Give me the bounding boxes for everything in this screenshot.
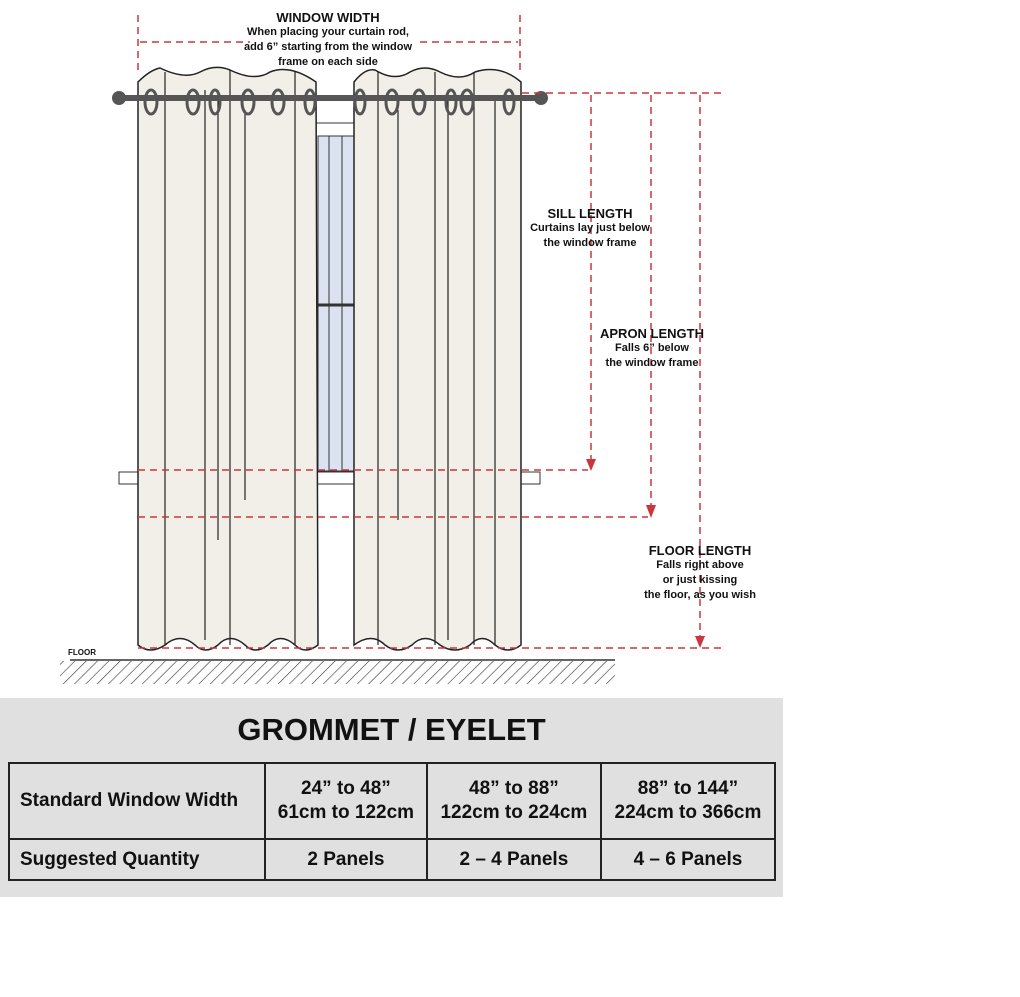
floor [60,659,615,684]
table-cell: 2 Panels [264,838,428,881]
table-cell: 24” to 48”61cm to 122cm [264,761,428,841]
measurement-lines [137,15,722,649]
curtain-diagram [60,15,722,684]
floor-length-label: FLOOR LENGTH Falls right above or just k… [644,543,756,601]
curtain-panel-right [353,67,522,651]
sill-length-label: SILL LENGTH Curtains lay just below the … [530,206,650,249]
apron-length-label: APRON LENGTH Falls 6” below the window f… [600,326,704,369]
curtain-rod [112,88,548,116]
table-cell: 4 – 6 Panels [599,838,777,881]
size-guide-panel: GROMMET / EYELET Standard Window Width 2… [0,698,783,897]
curtain-panel-left [137,66,319,651]
table-cell: 48” to 88”122cm to 224cm [425,761,602,841]
arrow-heads [586,459,705,648]
table-cell: 88” to 144”224cm to 366cm [599,761,777,841]
table-row: Standard Window Width 24” to 48”61cm to … [8,761,777,841]
table-cell: 2 – 4 Panels [425,838,602,881]
floor-label: FLOOR [68,648,96,657]
table-row: Suggested Quantity 2 Panels 2 – 4 Panels… [8,838,777,881]
table-title: GROMMET / EYELET [237,712,546,747]
row-header: Standard Window Width [8,761,266,841]
window-width-label: WINDOW WIDTH When placing your curtain r… [243,10,413,68]
row-header: Suggested Quantity [8,838,266,881]
size-table: Standard Window Width 24” to 48”61cm to … [8,761,777,881]
